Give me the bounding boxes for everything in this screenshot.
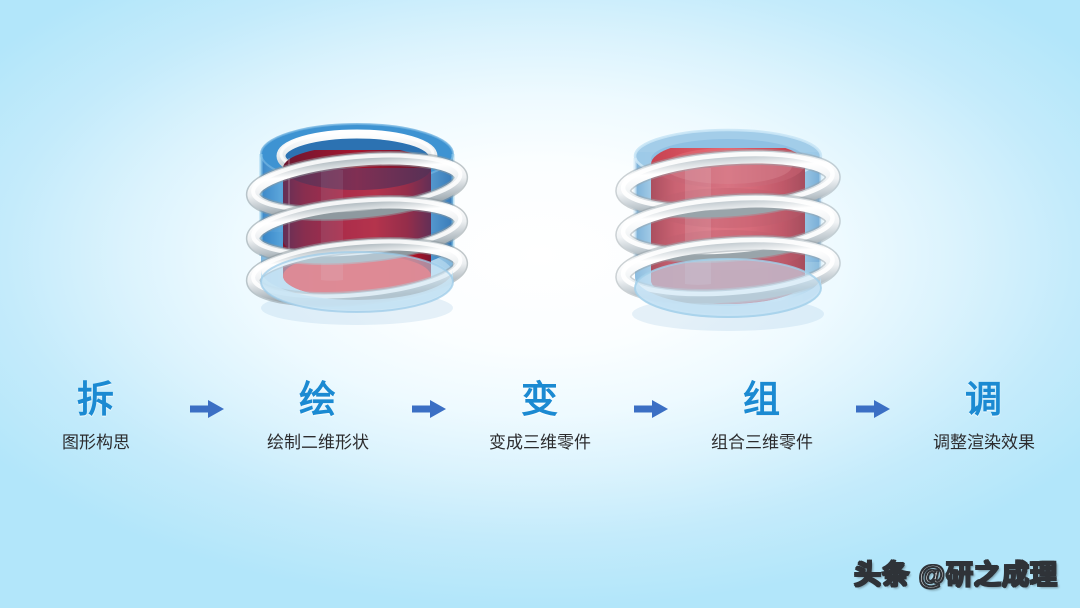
arrow-4 bbox=[842, 378, 904, 418]
step-4-label: 组合三维零件 bbox=[711, 433, 813, 452]
step-3[interactable]: 变 变成三维零件 bbox=[460, 378, 620, 454]
arrow-right-icon bbox=[856, 400, 890, 418]
arrow-right-icon bbox=[412, 400, 446, 418]
arrow-right-icon bbox=[190, 400, 224, 418]
step-3-label: 变成三维零件 bbox=[489, 433, 591, 452]
watermark: 头条 @研之成理 bbox=[853, 559, 1058, 591]
step-5[interactable]: 调 调整渲染效果 bbox=[904, 378, 1064, 454]
step-1-label: 图形构思 bbox=[62, 433, 130, 452]
step-2[interactable]: 绘 绘制二维形状 bbox=[238, 378, 398, 454]
step-1-char: 拆 bbox=[77, 379, 115, 420]
arrow-1 bbox=[176, 378, 238, 418]
step-4-char: 组 bbox=[743, 379, 781, 420]
coiled-cylinder-dark bbox=[243, 112, 473, 342]
coiled-cylinder-light bbox=[613, 112, 843, 342]
step-5-label: 调整渲染效果 bbox=[933, 433, 1035, 452]
step-2-char: 绘 bbox=[299, 379, 337, 420]
step-5-char: 调 bbox=[965, 379, 1003, 420]
process-steps: 拆 图形构思 绘 绘制二维形状 变 变成三维零件 组 bbox=[0, 378, 1080, 473]
step-4[interactable]: 组 组合三维零件 bbox=[682, 378, 842, 454]
step-3-char: 变 bbox=[521, 379, 559, 420]
step-2-label: 绘制二维形状 bbox=[267, 433, 369, 452]
arrow-2 bbox=[398, 378, 460, 418]
coiled-cylinder-dark-graphic bbox=[245, 123, 469, 325]
arrow-3 bbox=[620, 378, 682, 418]
illustration-area bbox=[243, 112, 843, 342]
step-1[interactable]: 拆 图形构思 bbox=[16, 378, 176, 454]
coiled-cylinder-light-graphic bbox=[615, 128, 841, 331]
arrow-right-icon bbox=[634, 400, 668, 418]
